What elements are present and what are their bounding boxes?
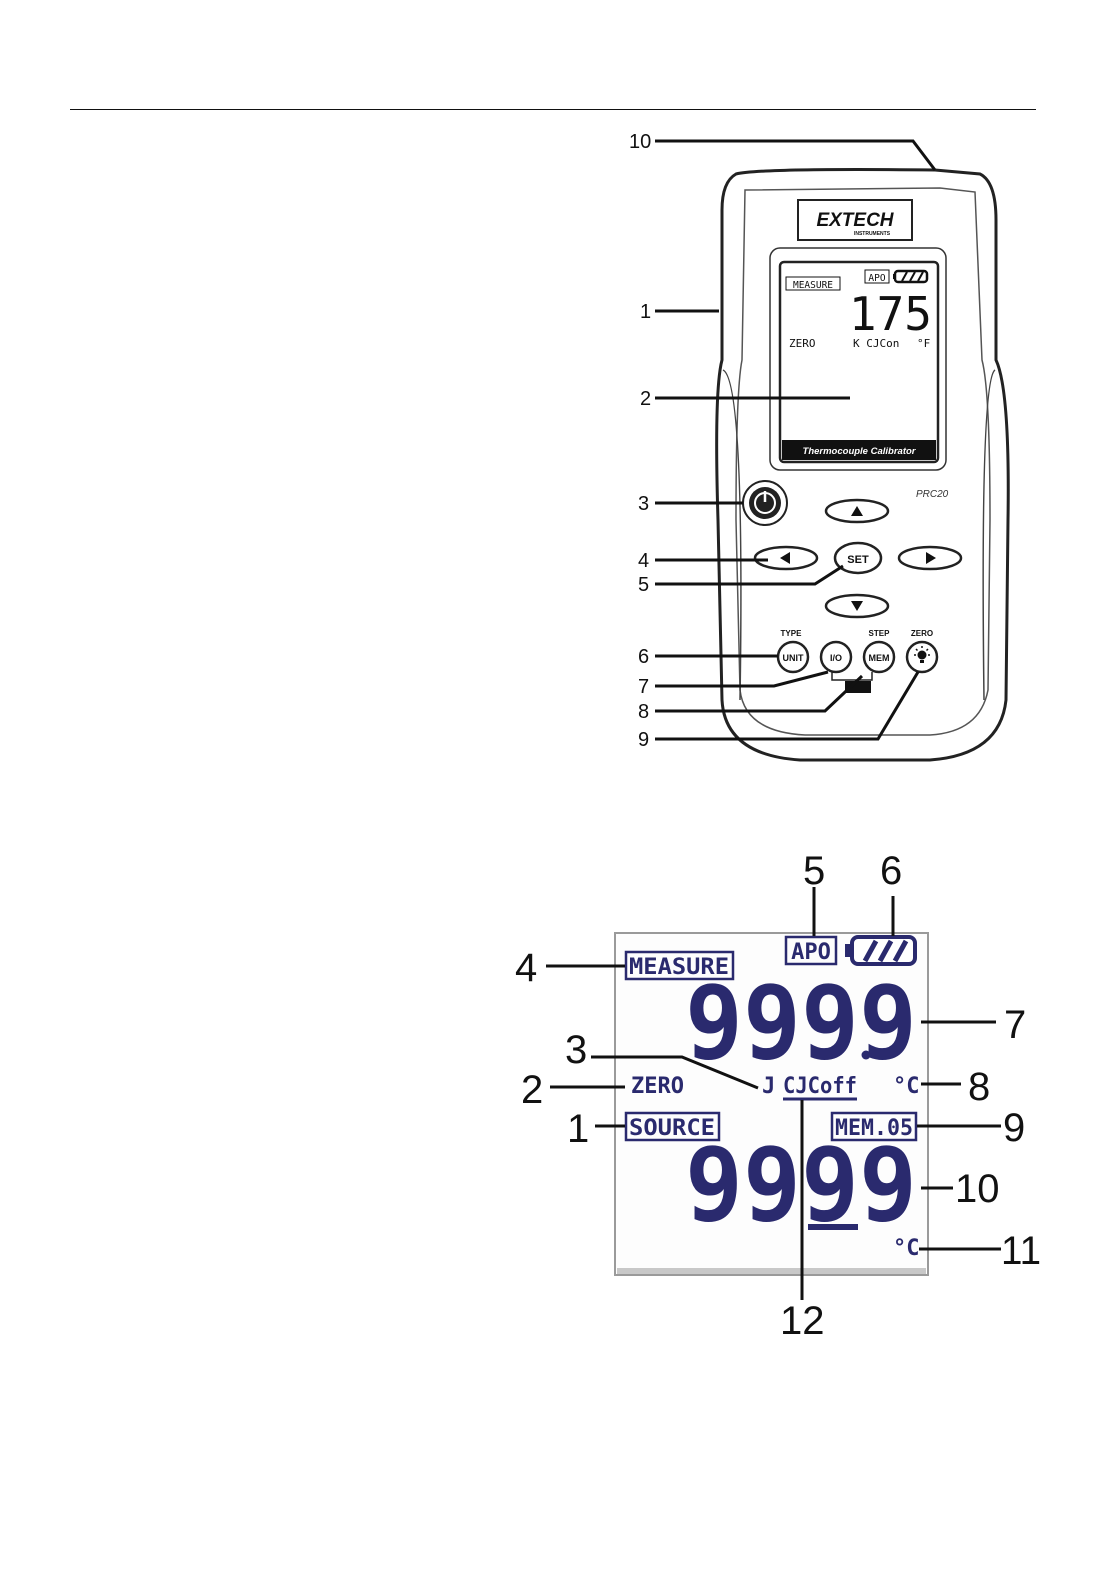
lcd-source-reading: 9999 xyxy=(685,1126,917,1245)
type-label: TYPE xyxy=(781,629,803,638)
lcd-callout-12: 12 xyxy=(780,1299,825,1343)
device-callout-9: 9 xyxy=(638,729,649,751)
model-label: PRC20 xyxy=(916,489,949,500)
device-callout-5: 5 xyxy=(638,574,649,596)
up-arrow-button[interactable] xyxy=(826,500,888,522)
lcd-callout-10: 10 xyxy=(955,1167,1000,1211)
lcd-callout-1: 1 xyxy=(567,1107,589,1151)
lcd-callout-4: 4 xyxy=(515,946,537,990)
lcd-cjc-label: CJCoff xyxy=(783,1074,857,1099)
brand-logo: EXTECH xyxy=(816,210,894,231)
screen-zero-label: ZERO xyxy=(789,337,816,350)
lcd-source-label: SOURCE xyxy=(629,1116,715,1141)
device-callout-8: 8 xyxy=(638,701,649,723)
screen-battery-icon xyxy=(893,271,927,282)
lcd-callout-8: 8 xyxy=(968,1065,990,1109)
lcd-panel xyxy=(615,933,928,1275)
device-callout-2: 2 xyxy=(640,388,651,410)
screen-label: Thermocouple Calibrator xyxy=(803,446,917,457)
lcd-source-unit: °C xyxy=(893,1236,920,1261)
screen-type-cjc: K CJCon xyxy=(853,337,899,350)
device-callout-1: 1 xyxy=(640,301,651,323)
step-label: STEP xyxy=(869,629,891,638)
lcd-mem-label: MEM.05 xyxy=(835,1116,913,1141)
mem-button-label: MEM xyxy=(869,653,890,663)
unit-button[interactable]: UNIT xyxy=(778,642,808,672)
device-callout-7: 7 xyxy=(638,676,649,698)
power-button[interactable] xyxy=(743,481,787,525)
lcd-apo-label: APO xyxy=(791,940,831,965)
device-callout-4: 4 xyxy=(638,550,649,572)
lcd-decimal-gap xyxy=(859,1049,868,1058)
screen-apo-label: APO xyxy=(868,273,885,284)
lcd-measure-reading: 9999 xyxy=(685,964,917,1083)
screen-unit: °F xyxy=(917,337,930,350)
lcd-measure-label: MEASURE xyxy=(629,955,729,980)
down-arrow-button[interactable] xyxy=(826,595,888,617)
mem-button[interactable]: MEM xyxy=(864,642,894,672)
device-callout-3: 3 xyxy=(638,493,649,515)
lcd-decimal-point xyxy=(862,1051,871,1060)
screen-mode-label: MEASURE xyxy=(793,280,833,291)
set-button-label: SET xyxy=(847,554,869,566)
lcd-callout-7: 7 xyxy=(1004,1003,1026,1047)
device-callout-6: 6 xyxy=(638,646,649,668)
battery-icon xyxy=(845,937,915,964)
lcd-zero-label: ZERO xyxy=(631,1074,684,1099)
lcd-callout-3: 3 xyxy=(565,1028,587,1072)
lcd-callout-2: 2 xyxy=(521,1068,543,1112)
device-callout-10: 10 xyxy=(629,131,651,153)
lcd-type-label: J xyxy=(762,1074,775,1099)
device-figure: EXTECH INSTRUMENTS Thermocouple Calibrat… xyxy=(0,0,1120,800)
brand-subtitle: INSTRUMENTS xyxy=(854,231,891,237)
right-arrow-button[interactable] xyxy=(899,547,961,569)
left-arrow-button[interactable] xyxy=(755,547,817,569)
zero-label: ZERO xyxy=(911,629,933,638)
lcd-callout-11: 11 xyxy=(1001,1229,1041,1273)
screen-reading: 175 xyxy=(849,287,932,341)
io-button[interactable]: I/O xyxy=(821,642,851,672)
lcd-callout-9: 9 xyxy=(1003,1106,1025,1150)
lcd-measure-unit: °C xyxy=(893,1074,920,1099)
lcd-callout-5: 5 xyxy=(803,849,825,893)
unit-button-label: UNIT xyxy=(783,653,804,663)
set-button[interactable]: SET xyxy=(835,543,881,573)
io-button-label: I/O xyxy=(830,653,842,663)
backlight-button[interactable] xyxy=(907,642,937,672)
lcd-callout-6: 6 xyxy=(880,849,902,893)
lcd-digit-cursor xyxy=(808,1224,858,1230)
